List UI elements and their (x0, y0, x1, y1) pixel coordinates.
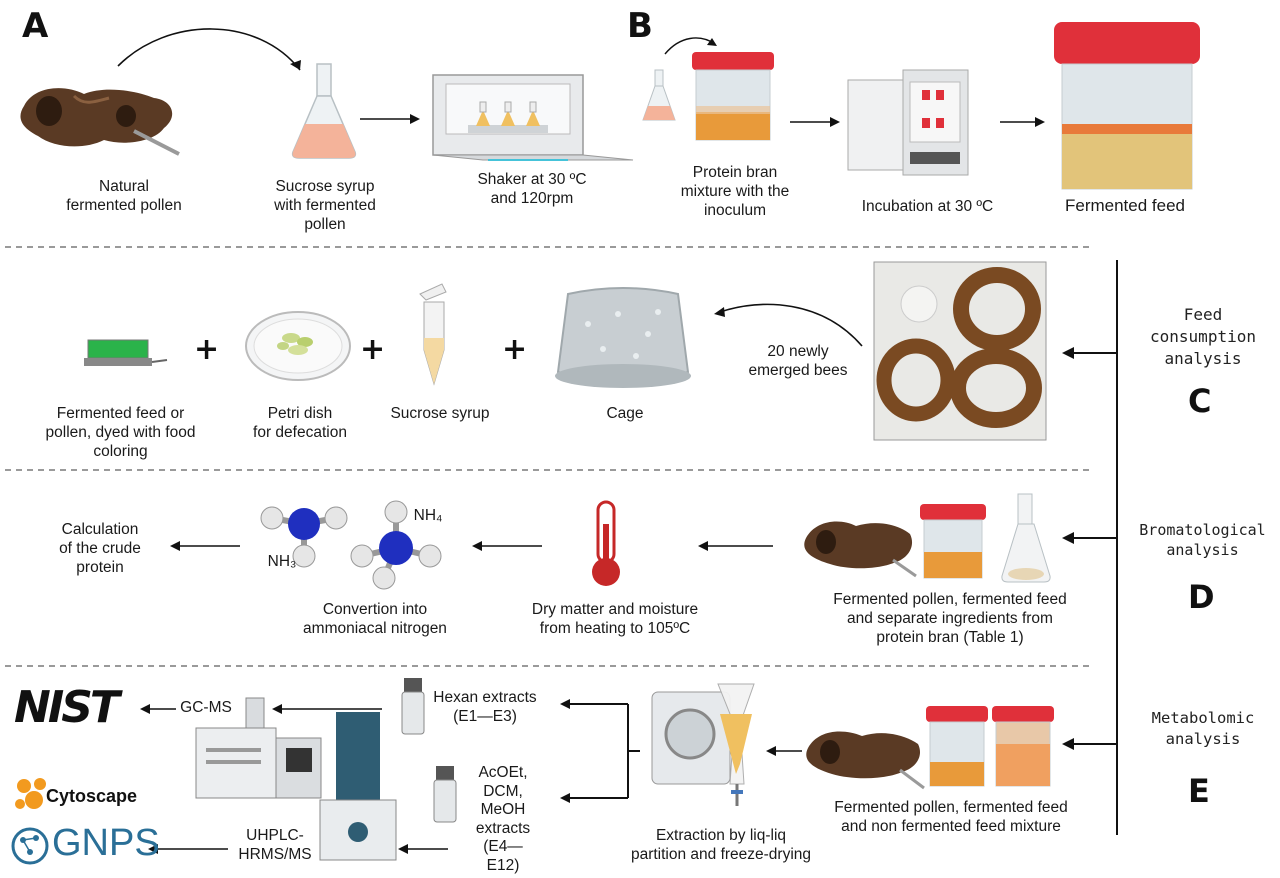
flask-image (291, 63, 357, 159)
petri-dish-image (245, 311, 351, 381)
sucrose-syrup-label: Sucrose syrup with fermented pollen (274, 178, 376, 233)
nh3-label: NH₃ (267, 553, 297, 570)
arrow-e-extraction (766, 746, 802, 756)
vial-acoet-image (433, 766, 457, 823)
dyed-feed-image (84, 339, 168, 366)
uhplc-instrument-image (319, 712, 397, 861)
crude-protein-label: Calculation of the crude protein (59, 521, 141, 576)
comb-photo-image (873, 261, 1047, 441)
section-c-label: C (1188, 382, 1212, 420)
freeze-dryer-image (651, 683, 755, 806)
flask-d-image (1001, 493, 1051, 583)
cytoscape-logo: Cytoscape (46, 786, 138, 806)
curved-arrow-c1 (714, 303, 863, 347)
gnps-logo: GNPS (52, 822, 160, 864)
ingredients-label: Fermented pollen, fermented feed and sep… (833, 591, 1067, 646)
arrow-e-gnps (148, 844, 228, 854)
plus-3: + (502, 332, 528, 367)
section-a-label: A (22, 6, 49, 46)
fermented-feed-jar-image (1054, 22, 1200, 190)
section-d-label: D (1188, 578, 1215, 616)
plus-1: + (194, 332, 220, 367)
bracket-arrows-e (560, 699, 640, 803)
arrow-d2 (472, 541, 542, 551)
jar-inoculum-image (692, 52, 774, 141)
jar-e1-image (926, 706, 988, 787)
arrow-d1 (170, 541, 240, 551)
natural-pollen-label: Natural fermented pollen (66, 178, 182, 214)
sucrose-syrup-c-label: Sucrose syrup (390, 405, 490, 422)
arrow-a2 (360, 114, 420, 124)
divider-1 (5, 246, 1093, 248)
feed-consumption-label: Feed consumption analysis (1150, 305, 1256, 368)
section-b-label: B (627, 6, 653, 46)
arrow-b3 (1000, 117, 1045, 127)
arrow-b2 (790, 117, 840, 127)
incubator-image (847, 69, 969, 176)
bromatological-label: Bromatological analysis (1139, 521, 1266, 559)
acoet-label: AcOEt, DCM, MeOH extracts (E4—E12) (475, 764, 531, 874)
small-flask-image (642, 69, 676, 121)
dry-matter-label: Dry matter and moisture from heating to … (531, 601, 699, 637)
uhplc-label: UHPLC- HRMS/MS (238, 827, 312, 863)
incubation-label: Incubation at 30 ºC (861, 198, 994, 215)
arrow-d3 (698, 541, 773, 551)
thermometer-icon (592, 500, 620, 586)
cage-image (555, 287, 691, 388)
ammoniacal-label: Convertion into ammoniacal nitrogen (303, 601, 447, 637)
pollen-e-image (806, 731, 925, 790)
cage-label: Cage (606, 405, 644, 422)
jar-d-image (920, 504, 986, 579)
extraction-label: Extraction by liq-liq partition and free… (630, 827, 812, 863)
protein-bran-label: Protein bran mixture with the inoculum (680, 164, 790, 219)
dyed-feed-label: Fermented feed or pollen, dyed with food… (45, 405, 196, 460)
mixture-label: Fermented pollen, fermented feed and non… (834, 799, 1068, 835)
nist-logo: NIST (14, 682, 120, 733)
metabolomic-label: Metabolomic analysis (1151, 709, 1255, 748)
jar-e2-image (992, 706, 1054, 787)
nh3-molecule-image (260, 506, 348, 568)
shaker-label: Shaker at 30 ºC and 120rpm (477, 171, 587, 207)
pollen-d-image (804, 521, 917, 578)
shaker-image (432, 74, 634, 161)
arrow-e-uhplc (398, 844, 448, 854)
divider-3 (5, 665, 1093, 667)
hexan-label: Hexan extracts (E1—E3) (433, 689, 537, 725)
cytoscape-logo-icon (15, 778, 46, 809)
sucrose-tube-image (419, 283, 447, 386)
gnps-logo-icon (11, 827, 49, 865)
fermented-pollen-image (20, 88, 180, 156)
fermented-feed-label: Fermented feed (1064, 196, 1185, 215)
nh4-molecule-image (350, 500, 442, 590)
plus-2: + (360, 332, 386, 367)
arrow-e-gcms (272, 704, 382, 714)
arrow-e-nist (140, 704, 176, 714)
curved-arrow-b1 (664, 37, 717, 55)
petri-dish-label: Petri dish for defecation (253, 405, 347, 441)
right-bracket (1062, 260, 1118, 835)
nh4-label: NH₄ (413, 507, 443, 524)
divider-2 (5, 469, 1093, 471)
gcms-label: GC-MS (180, 699, 232, 716)
section-e-label: E (1188, 772, 1210, 810)
curved-arrow-a1 (117, 28, 301, 71)
vial-hexan-image (401, 678, 425, 735)
gcms-instrument-image (195, 697, 322, 799)
bees-label: 20 newly emerged bees (748, 343, 848, 379)
